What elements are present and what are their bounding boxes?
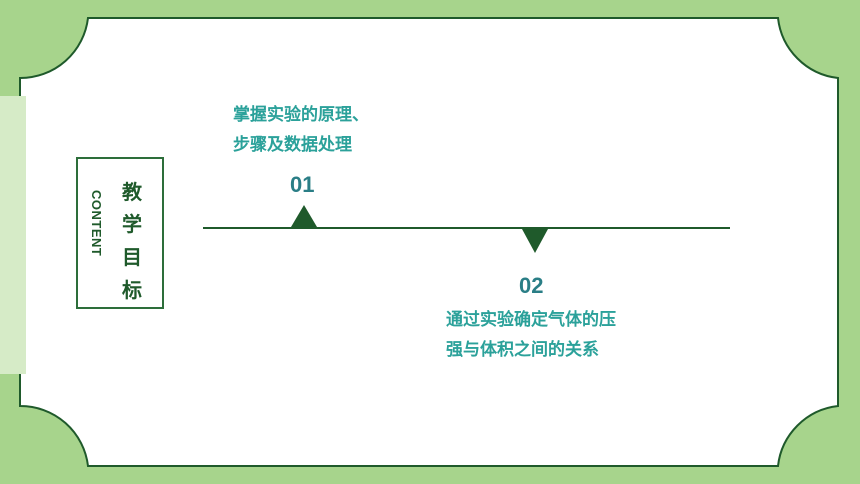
triangle-up-marker-icon [291, 205, 317, 227]
title-char: 学 [122, 212, 142, 236]
title-box [76, 157, 164, 309]
item-1-number: 01 [290, 172, 315, 197]
item-2-number: 02 [519, 273, 544, 298]
content-label: CONTENT [89, 190, 104, 257]
item-1-text: 掌握实验的原理、 步骤及数据处理 [233, 100, 369, 160]
item-2-text: 通过实验确定气体的压 强与体积之间的关系 [446, 305, 616, 365]
title-char: 教 [122, 180, 142, 204]
triangle-down-marker-icon [522, 229, 548, 253]
item-2-line-2: 强与体积之间的关系 [446, 340, 599, 360]
title-char: 标 [122, 278, 142, 302]
item-2-line-1: 通过实验确定气体的压 [446, 310, 616, 330]
timeline-line [203, 227, 730, 229]
item-1-line-2: 步骤及数据处理 [233, 135, 352, 155]
side-tab-decoration [0, 96, 26, 374]
title-char: 目 [122, 245, 142, 269]
item-1-line-1: 掌握实验的原理、 [233, 105, 369, 125]
